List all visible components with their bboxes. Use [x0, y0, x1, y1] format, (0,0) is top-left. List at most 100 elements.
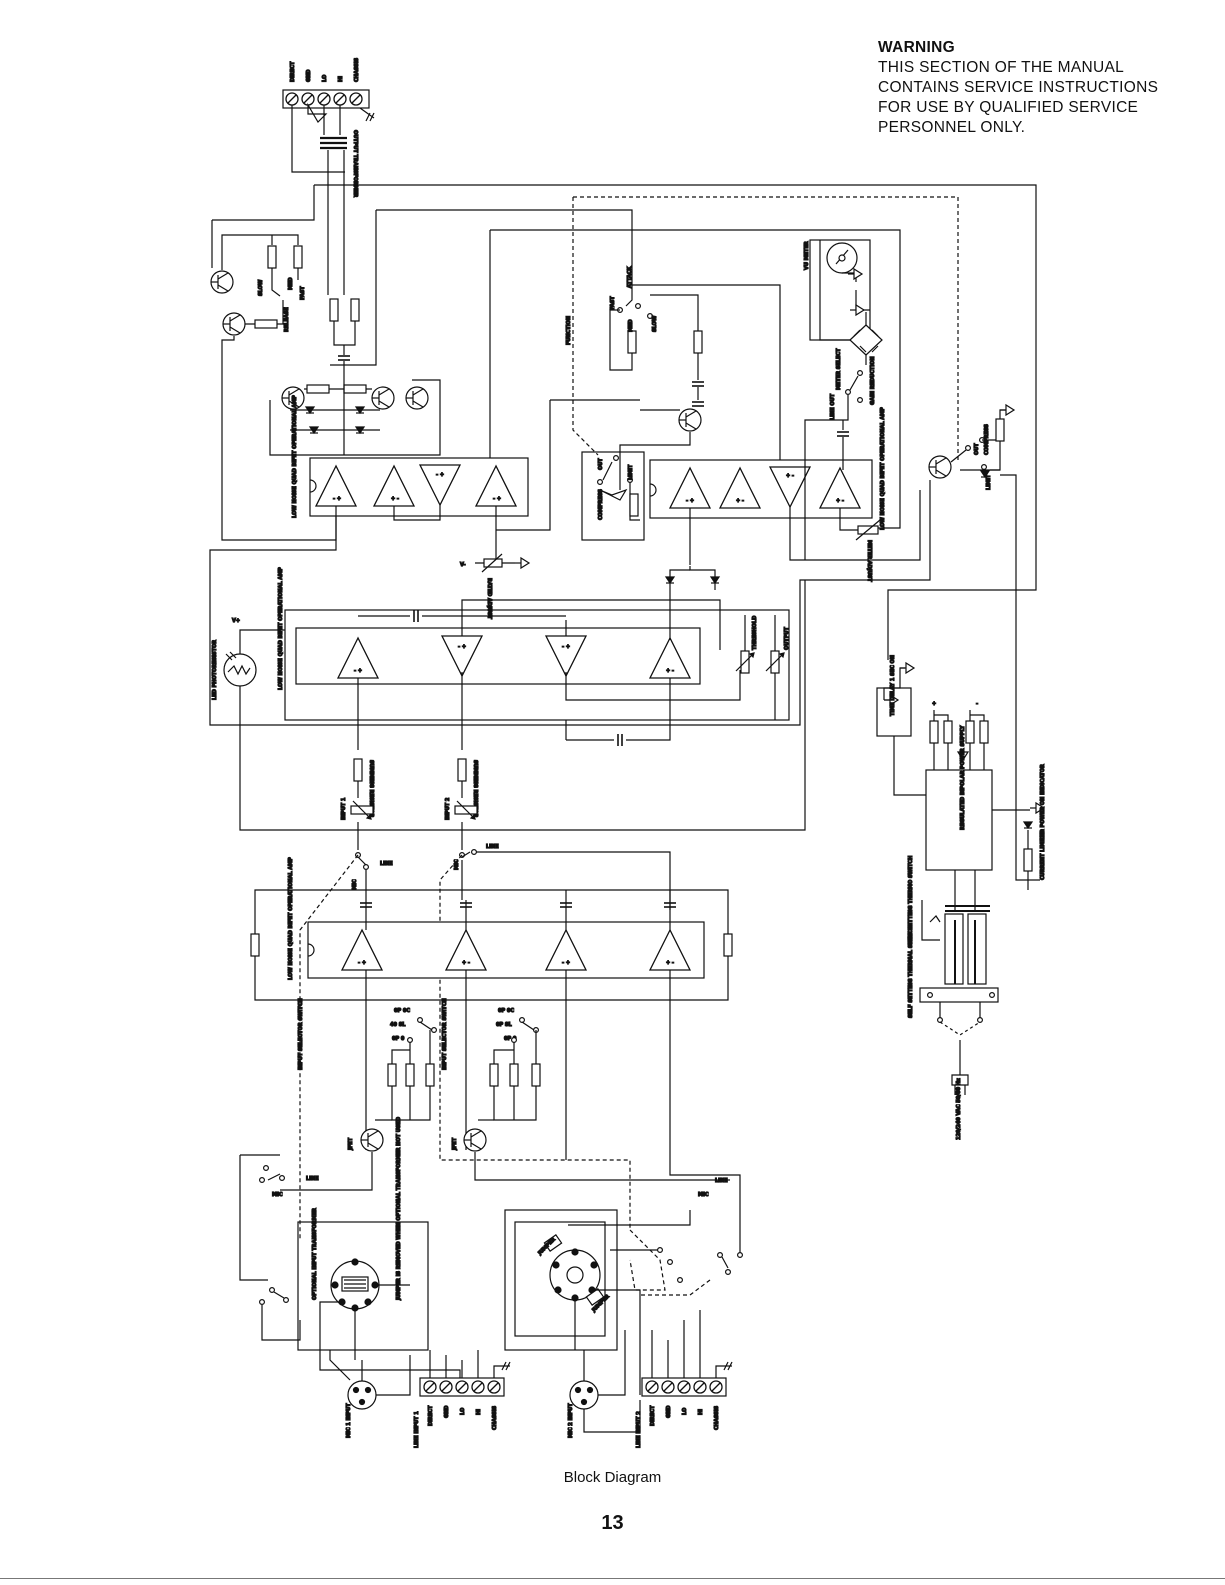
- jumper-connector: JUMPER JUMPER LINE MIC: [504, 1177, 744, 1395]
- svg-text:LINE: LINE: [715, 1178, 728, 1184]
- line-input1-label: LINE INPUT 1: [414, 1411, 420, 1448]
- vplus-label: V+: [232, 618, 240, 624]
- time-delay-label: TIME DELAY 1 SEC ON: [890, 655, 896, 716]
- warning-title: WARNING: [878, 39, 956, 56]
- svg-text:- +: - +: [562, 960, 570, 966]
- svg-text:- +: - +: [436, 472, 444, 478]
- input-selector-switch-2: INPUT SELECTOR SWITCH 0P 0C 0P SL 0P 0 J…: [441, 998, 730, 1181]
- attack-fast-label: FAST: [610, 296, 616, 310]
- attack-label: ATTACK: [627, 265, 633, 288]
- page-number: 13: [601, 1512, 624, 1534]
- db2-c: 0P 0: [504, 1036, 517, 1042]
- limit-label: LIMIT: [628, 464, 634, 480]
- input2-label: INPUT 2: [445, 797, 451, 820]
- svg-text:+ -: + -: [666, 960, 674, 966]
- svg-text:- +: - +: [686, 498, 694, 504]
- jumper-note-label: JUMPER IS REMOVED WHEN OPTIONAL TRANSFOR…: [396, 1117, 402, 1301]
- warning-line-3: FOR USE BY QUALIFIED SERVICE: [878, 99, 1139, 116]
- line-out-label: LINE OUT: [830, 393, 836, 420]
- mic2-xlr: MIC 2 INPUT: [567, 1330, 641, 1439]
- bottom-rule: [0, 1578, 1225, 1579]
- fast-label: FAST: [300, 286, 306, 300]
- svg-text:- +: - +: [354, 668, 362, 674]
- vac-label: 120/240 VAC 50/60 Hz: [956, 1078, 962, 1140]
- svg-text:+ -: + -: [736, 498, 744, 504]
- diagram-caption: Block Diagram: [563, 1469, 662, 1486]
- summing-resistor-2-label: SUMMING RESISTOR: [472, 760, 478, 817]
- db1-b: 40 SL: [390, 1022, 406, 1028]
- svg-text:+ -: + -: [391, 496, 399, 502]
- led-indicator-label: LED POWER ON INDICATOR: [1040, 764, 1046, 840]
- mic1-input-label: MIC 1 INPUT: [346, 1403, 352, 1438]
- svg-text:LINE: LINE: [306, 1176, 319, 1182]
- gain-reduction-label: GAIN REDUCTION: [870, 356, 876, 405]
- opamp-right-label: LOW NOISE QUAD BIFET OPERATIONAL AMP: [880, 407, 886, 530]
- optional-input-transformer: OPTIONAL INPUT TRANSFORMER JUMPER IS REM…: [297, 1116, 461, 1385]
- opamp-box-bottom: - + + - - + + - LOW NOISE QUAD BIFET OPE…: [250, 856, 741, 1255]
- line-label: LINE: [380, 861, 393, 867]
- svg-text:+ -: + -: [666, 668, 674, 674]
- opamp-box-right: - + + - + - + - LOW NOISE QUAD BIFET OPE…: [649, 406, 921, 565]
- line-input2-label: LINE INPUT 2: [636, 1411, 642, 1448]
- db1-c: 0P 0: [392, 1036, 405, 1042]
- opamp-mid-label: LOW NOISE QUAD BIFET OPERATIONAL AMP: [278, 567, 284, 690]
- led-photoresistor: LED PHOTORESISTOR V+: [211, 580, 806, 831]
- warning-line-4: PERSONNEL ONLY.: [878, 119, 1026, 136]
- meter-select-label: METER SELECT: [836, 348, 842, 390]
- mic2-label: MIC: [454, 859, 460, 870]
- term-top-direct: DIRECT: [290, 61, 296, 82]
- jfet2-label: JFET: [452, 1137, 458, 1151]
- output-compress-label: COMPRESS: [984, 424, 990, 455]
- svg-text:+ -: + -: [462, 960, 470, 966]
- svg-text:- +: - +: [493, 496, 501, 502]
- power-supply-section: TIME DELAY 1 SEC ON REGULATED BIPOLAR PO…: [876, 654, 1047, 890]
- current-limiter-label: CURRENT LIMITER: [1040, 829, 1046, 880]
- input-selector-switch-1: INPUT SELECTOR SWITCH 0P 0C 40 SL 0P 0 J…: [280, 998, 437, 1191]
- attack-slow-label: SLOW: [652, 315, 658, 332]
- input-terminal-strip-2: LINE INPUT 2 DIRECT GND LO HI CHASSIS: [635, 1310, 733, 1449]
- attack-med-label: MED: [628, 319, 634, 332]
- term-top-hi: HI: [338, 76, 344, 82]
- warning-notice: WARNING THIS SECTION OF THE MANUAL CONTA…: [878, 38, 1208, 138]
- term-b2-direct: DIRECT: [650, 1405, 656, 1426]
- threshold-label: THRESHOLD: [752, 616, 758, 650]
- term-b1-lo: LO: [460, 1408, 466, 1415]
- db2-b: 0P SL: [496, 1022, 512, 1028]
- led-photoresistor-label: LED PHOTORESISTOR: [212, 640, 218, 700]
- bottom-left-switches: LINE MIC: [239, 1154, 320, 1341]
- mic1-xlr: MIC 1 INPUT: [329, 1350, 411, 1439]
- term-top-lo: LO: [322, 75, 328, 82]
- svg-text:- +: - +: [562, 644, 570, 650]
- mic-label: MIC: [352, 879, 358, 890]
- output-transformer-label: OUTPUT TRANSFORMER: [352, 130, 358, 197]
- optional-transformer-label: OPTIONAL INPUT TRANSFORMER: [312, 1208, 318, 1300]
- term-b1-direct: DIRECT: [428, 1405, 434, 1426]
- compress-limit-switch: OUT COMPRESS LIMIT: [581, 451, 645, 541]
- opamp-left-label: LOW NOISE QUAD BIFET OPERATIONAL AMP: [292, 395, 298, 518]
- function-label: FUNCTION: [566, 316, 572, 345]
- line-mic-switches: LINE LINE MIC MIC: [299, 843, 671, 1240]
- svg-text:+ -: + -: [836, 498, 844, 504]
- compress-label: COMPRESS: [598, 489, 604, 520]
- output-label: OUTPUT: [784, 627, 790, 650]
- summing-resistors: SUMMING RESISTOR SUMMING RESISTOR INPUT …: [340, 758, 479, 850]
- term-b1-hi: HI: [476, 1409, 482, 1415]
- opamp-box-mid: - + - + - + + - LOW NOISE QUAD BIFET OPE…: [277, 566, 790, 750]
- warning-line-2: CONTAINS SERVICE INSTRUCTIONS: [878, 79, 1159, 96]
- thermo-switch-2-label: SELF SETTING THERMAL SWITCH: [908, 926, 914, 1018]
- vminus-label: V-: [460, 562, 466, 568]
- release-label: RELEASE: [284, 307, 290, 332]
- db2-a: 0P 0C: [498, 1008, 514, 1014]
- meter-adjust-label: METER ADJUST: [866, 540, 872, 582]
- output-transformer: OUTPUT TRANSFORMER: [291, 102, 359, 295]
- meter-adjust-pot: METER ADJUST: [855, 519, 881, 583]
- db1-a: 0P 0C: [394, 1008, 410, 1014]
- output-out-label: OUT: [974, 443, 980, 455]
- svg-text:+ -: + -: [786, 473, 794, 479]
- thermo-switch-1-label: SELF SETTING THERMO SWITCH: [908, 856, 914, 945]
- jfet1-label: JFET: [348, 1137, 354, 1151]
- svg-text:+: +: [932, 701, 936, 707]
- rated-adjust-pot: V- RATED ADJUST: [459, 553, 530, 620]
- term-b2-hi: HI: [698, 1409, 704, 1415]
- input-terminal-strip-1: LINE INPUT 1 DIRECT GND LO HI CHASSIS: [413, 1350, 511, 1449]
